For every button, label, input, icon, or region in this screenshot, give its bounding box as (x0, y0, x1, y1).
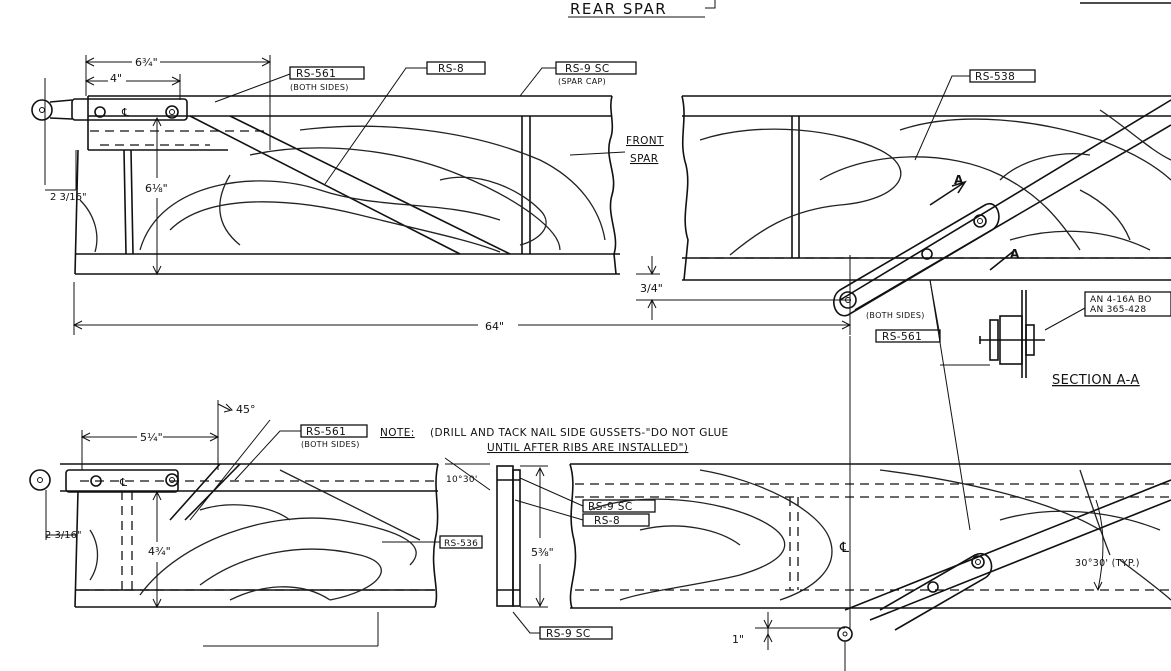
svg-text:(SPAR CAP): (SPAR CAP) (558, 77, 606, 86)
upper-left-spar (31, 95, 620, 275)
svg-text:RS-538: RS-538 (975, 71, 1015, 83)
svg-text:1": 1" (732, 633, 744, 646)
svg-text:6¾": 6¾" (135, 56, 158, 69)
svg-text:RS-9 SC: RS-9 SC (588, 501, 633, 513)
svg-text:℄: ℄ (839, 540, 849, 556)
spar-cross-section: 5⅜" RS-9 SC RS-8 RS-9 SC (496, 465, 656, 640)
svg-text:AN 365-428: AN 365-428 (1090, 305, 1146, 315)
svg-text:℄: ℄ (121, 106, 129, 119)
svg-text:6⅛": 6⅛" (145, 182, 168, 195)
svg-text:℄: ℄ (119, 476, 127, 489)
svg-text:A: A (1010, 247, 1020, 261)
svg-text:(BOTH SIDES): (BOTH SIDES) (301, 440, 360, 449)
dimension-three-quarter: 3/4" (636, 256, 850, 320)
title-rear-spar-top: REAR SPAR (568, 0, 1171, 18)
svg-text:SPAR: SPAR (630, 153, 658, 165)
lower-left-annotations: 5¼" 45° 2 3/16" 4¾" ℄ RS-561 (BOTH SIDES… (45, 400, 729, 647)
section-a-a-detail (979, 290, 1086, 378)
svg-text:3/4": 3/4" (640, 282, 663, 295)
svg-text:4¾": 4¾" (148, 545, 171, 558)
svg-text:RS-9 SC: RS-9 SC (546, 628, 591, 640)
svg-text:30°30' (TYP.): 30°30' (TYP.) (1075, 558, 1140, 569)
svg-text:RS-8: RS-8 (594, 515, 620, 527)
svg-text:4": 4" (110, 72, 122, 85)
svg-text:(BOTH SIDES): (BOTH SIDES) (866, 311, 925, 320)
svg-text:(DRILL AND TACK NAIL SIDE GUSS: (DRILL AND TACK NAIL SIDE GUSSETS-"DO NO… (430, 427, 729, 439)
dimension-64: 64" (72, 282, 852, 335)
lower-right-spar: ℄ (569, 463, 1171, 671)
lower-left-spar (29, 463, 439, 608)
upper-left-annotations: 6¾" 4" 6⅛" 2 3/16" ℄ RS-561 (BOTH SIDES)… (44, 50, 664, 276)
upper-right-spar (681, 95, 1171, 335)
svg-text:NOTE:: NOTE: (380, 427, 415, 439)
svg-text:UNTIL AFTER RIBS ARE INSTALLED: UNTIL AFTER RIBS ARE INSTALLED") (487, 442, 688, 454)
svg-text:RS-536: RS-536 (444, 539, 478, 549)
upper-right-annotations: RS-538 A A (BOTH SIDES) RS-561 AN 4-16A … (866, 69, 1171, 388)
svg-text:RS-561: RS-561 (296, 68, 336, 80)
svg-text:45°: 45° (236, 403, 256, 416)
svg-text:64": 64" (485, 320, 504, 333)
svg-text:5¼": 5¼" (140, 431, 163, 444)
svg-text:RS-8: RS-8 (438, 63, 464, 75)
svg-text:RS-561: RS-561 (306, 426, 346, 438)
svg-text:(BOTH SIDES): (BOTH SIDES) (290, 83, 349, 92)
svg-text:A: A (954, 173, 964, 187)
svg-text:RS-561: RS-561 (882, 331, 922, 343)
svg-text:RS-9 SC: RS-9 SC (565, 63, 610, 75)
svg-text:2 3/16": 2 3/16" (50, 192, 87, 203)
svg-text:AN 4-16A BO: AN 4-16A BO (1090, 295, 1152, 305)
lower-right-annotations: 30°30' (TYP.) 1" (732, 499, 1140, 650)
svg-text:2 3/16": 2 3/16" (45, 530, 82, 541)
svg-text:10°30': 10°30' (446, 475, 478, 485)
svg-text:5⅜": 5⅜" (531, 546, 554, 559)
svg-text:FRONT: FRONT (626, 135, 664, 147)
svg-text:REAR SPAR: REAR SPAR (570, 0, 667, 18)
svg-text:SECTION A-A: SECTION A-A (1052, 373, 1140, 388)
